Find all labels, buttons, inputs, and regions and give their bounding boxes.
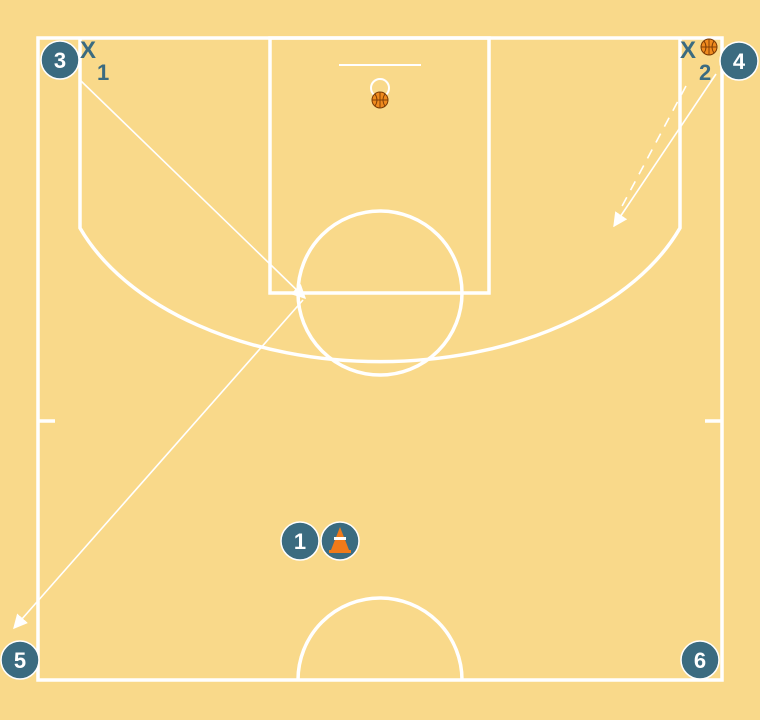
cone-icon bbox=[320, 521, 360, 561]
paint-key bbox=[268, 36, 491, 295]
player-6[interactable]: 6 bbox=[680, 640, 720, 680]
three-point-line bbox=[78, 38, 682, 364]
cut-high-post-to-corner-5 bbox=[13, 299, 304, 630]
defender-mark: X bbox=[80, 37, 96, 64]
cut-4-to-lane bbox=[613, 73, 717, 228]
player-4[interactable]: 4 bbox=[719, 41, 759, 81]
cut-3-to-high-post bbox=[79, 79, 307, 300]
player-label: 6 bbox=[694, 648, 706, 673]
defender-mark: X bbox=[680, 37, 696, 64]
pass-4-dashed bbox=[619, 85, 687, 211]
player-label: 5 bbox=[14, 648, 26, 673]
defender-x2: X 2 bbox=[680, 37, 711, 85]
player-label: 4 bbox=[733, 49, 746, 74]
defender-number: 2 bbox=[699, 60, 711, 85]
defender-number: 1 bbox=[97, 60, 109, 85]
basketball-icon bbox=[371, 91, 389, 109]
player-5[interactable]: 5 bbox=[0, 640, 40, 680]
center-circle bbox=[296, 596, 464, 681]
player-1[interactable]: 1 bbox=[280, 521, 320, 561]
defender-x1: X 1 bbox=[80, 37, 109, 85]
player-3[interactable]: 3 bbox=[40, 40, 80, 80]
player-label: 1 bbox=[294, 529, 306, 554]
basketball-icon bbox=[700, 38, 718, 56]
player-label: 3 bbox=[54, 48, 66, 73]
